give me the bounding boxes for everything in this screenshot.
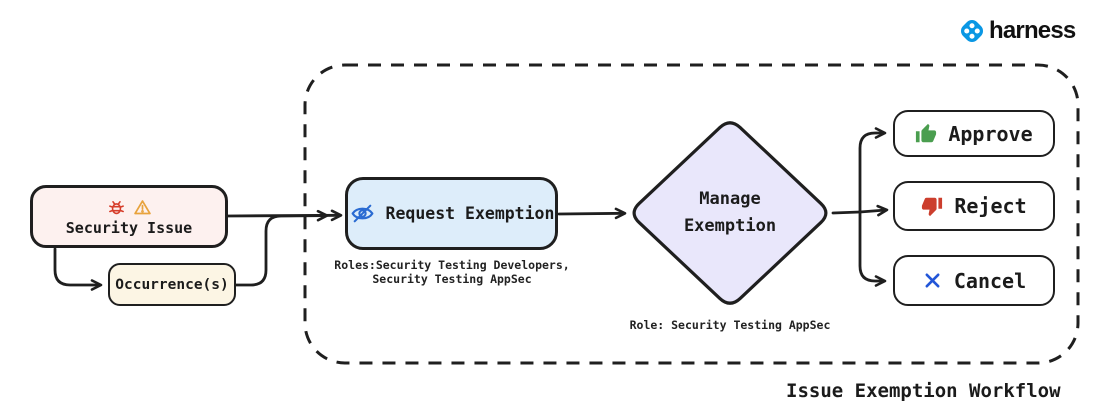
thumbs-up-icon	[915, 123, 937, 145]
reject-node[interactable]: Reject	[893, 181, 1055, 231]
edge-manage-exemption-to-cancel	[858, 210, 887, 287]
harness-logo-icon	[957, 16, 987, 46]
warning-icon	[133, 198, 152, 217]
eye-slash-icon	[349, 201, 376, 226]
x-icon	[922, 270, 943, 291]
edge-manage-exemption-to-reject	[858, 204, 889, 217]
brand: harness	[957, 16, 1076, 46]
approve-label: Approve	[948, 121, 1033, 146]
approve-node[interactable]: Approve	[893, 110, 1055, 157]
bug-icon	[107, 198, 126, 217]
edge-manage-exemption-to-approve	[858, 127, 887, 214]
manage-exemption-label-line2: Exemption	[683, 216, 777, 236]
thumbs-down-icon	[921, 195, 943, 217]
request-exemption-label: Request Exemption	[385, 204, 555, 223]
occurrence-node[interactable]: Occurrence(s)	[108, 263, 236, 306]
edge-request-exemption-to-manage-exemption	[557, 207, 627, 220]
occurrence-label: Occurrence(s)	[115, 276, 229, 293]
security-issue-label: Security Issue	[65, 219, 193, 237]
brand-name: harness	[989, 17, 1076, 44]
workflow-dashed-container	[303, 63, 1080, 365]
workflow-title: Issue Exemption Workflow	[786, 380, 1061, 402]
reject-label: Reject	[954, 194, 1027, 218]
manage-exemption-diamond[interactable]	[632, 121, 828, 305]
cancel-label: Cancel	[953, 268, 1027, 293]
request-exemption-roles: Roles:Security Testing Developers,Securi…	[316, 258, 588, 286]
edge-occurrence-to-request-exemption	[234, 209, 329, 287]
manage-exemption-label-line1: Manage	[699, 189, 761, 209]
manage-exemption-role-note: Role: Security Testing AppSec	[629, 318, 831, 332]
request-exemption-roles-line2: Security Testing AppSec	[372, 271, 532, 286]
request-exemption-roles-line1: Roles:Security Testing Developers,	[334, 258, 570, 272]
edge-manage-exemption-trunk	[831, 210, 862, 215]
security-issue-node[interactable]: Security Issue	[30, 185, 228, 248]
request-exemption-node[interactable]: Request Exemption	[345, 177, 558, 250]
cancel-node[interactable]: Cancel	[893, 255, 1055, 306]
edge-security-issue-to-occurrence	[53, 247, 103, 291]
